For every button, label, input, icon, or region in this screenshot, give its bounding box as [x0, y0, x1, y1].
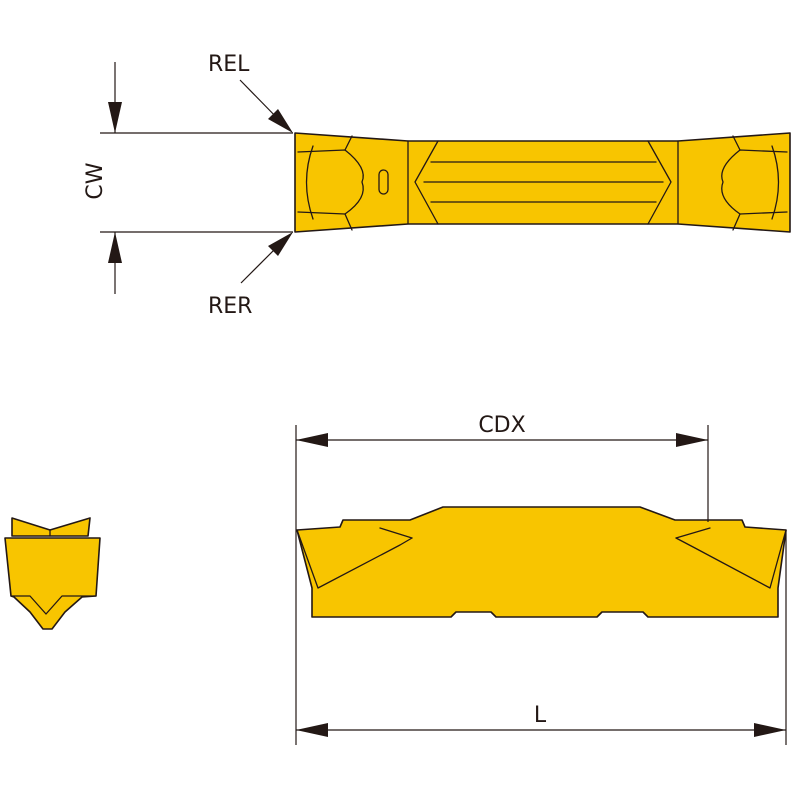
end-view — [4, 517, 101, 630]
l-arrow-right — [754, 723, 786, 737]
cdx-arrow-left — [296, 433, 328, 447]
l-label: L — [534, 703, 547, 728]
top-view — [294, 132, 791, 233]
top-view-right-chipbreaker — [721, 149, 788, 215]
cw-arrow-top — [108, 102, 122, 133]
cw-label: CW — [83, 162, 108, 199]
cdx-arrow-right — [676, 433, 708, 447]
side-view-body — [296, 506, 787, 618]
top-view-slot — [378, 169, 389, 195]
cw-dimension: CW — [83, 62, 293, 294]
rer-leader: RER — [208, 232, 293, 319]
side-view-right-chipbreaker — [675, 529, 787, 589]
cw-arrow-bottom — [108, 232, 122, 263]
cdx-dimension: CDX — [295, 413, 709, 530]
rer-label: RER — [208, 294, 252, 319]
end-view-body — [4, 537, 101, 630]
top-view-groove-chevron — [414, 140, 439, 225]
cdx-label: CDX — [478, 413, 525, 438]
end-view-lower-v — [10, 595, 97, 615]
side-view — [296, 506, 787, 618]
rel-leader: REL — [208, 52, 293, 133]
l-arrow-left — [296, 723, 328, 737]
side-view-left-chipbreaker — [296, 529, 413, 589]
end-view-upper-edge — [11, 517, 91, 537]
top-view-left-chipbreaker — [297, 149, 364, 215]
l-dimension: L — [295, 530, 787, 745]
rel-label: REL — [208, 52, 250, 77]
